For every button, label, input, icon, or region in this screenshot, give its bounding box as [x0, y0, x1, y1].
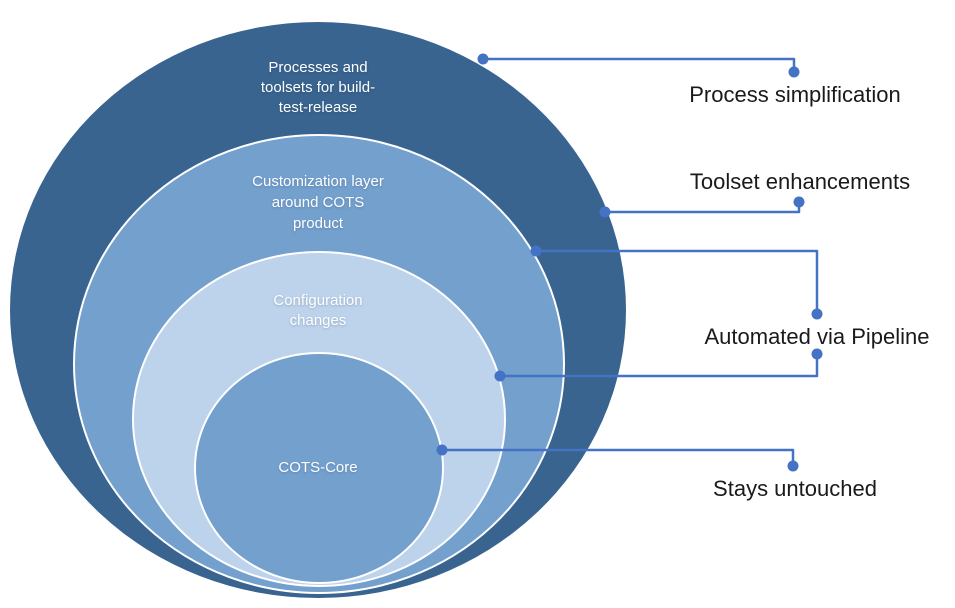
annotation-automated-via-pipeline: Automated via Pipeline — [704, 324, 930, 349]
circle-label-line: around COTS — [271, 194, 365, 211]
circle-label-configuration: Configuration changes — [273, 291, 362, 331]
circle-label-customization: Customization layer around COTS product — [252, 171, 384, 234]
connector-dot — [811, 308, 823, 320]
connector-dot — [477, 53, 489, 65]
connector-dot — [788, 66, 800, 78]
connector-automated-lower — [500, 357, 819, 378]
circle-label-line: Configuration — [273, 292, 363, 309]
circle-label-core: COTS-Core — [278, 458, 357, 478]
connector-automated-upper — [536, 249, 819, 311]
connector-toolset-enhancements — [605, 205, 801, 214]
circle-label-line: Customization layer — [252, 173, 384, 190]
circle-label-processes: Processes and toolsets for build- test-r… — [261, 58, 375, 118]
annotation-process-simplification: Process simplification — [689, 82, 901, 107]
connector-stays-untouched — [442, 448, 795, 464]
connector-dot — [811, 348, 823, 360]
connector-dot — [599, 206, 611, 218]
circle-label-line: Processes and — [268, 59, 368, 76]
circle-core — [194, 352, 444, 584]
annotation-stays-untouched: Stays untouched — [713, 476, 877, 501]
annotation-toolset-enhancements: Toolset enhancements — [689, 169, 911, 194]
circle-label-line: COTS-Core — [278, 459, 358, 476]
connector-dot — [793, 196, 805, 208]
circle-label-line: changes — [289, 312, 347, 329]
connector-process-simplification — [483, 57, 796, 70]
connector-dot — [530, 245, 542, 257]
connector-dot — [494, 370, 506, 382]
circle-label-line: product — [292, 215, 344, 232]
connector-dot — [436, 444, 448, 456]
circle-label-line: test-release — [278, 99, 358, 116]
circle-label-line: toolsets for build- — [260, 79, 376, 96]
connector-dot — [787, 460, 799, 472]
